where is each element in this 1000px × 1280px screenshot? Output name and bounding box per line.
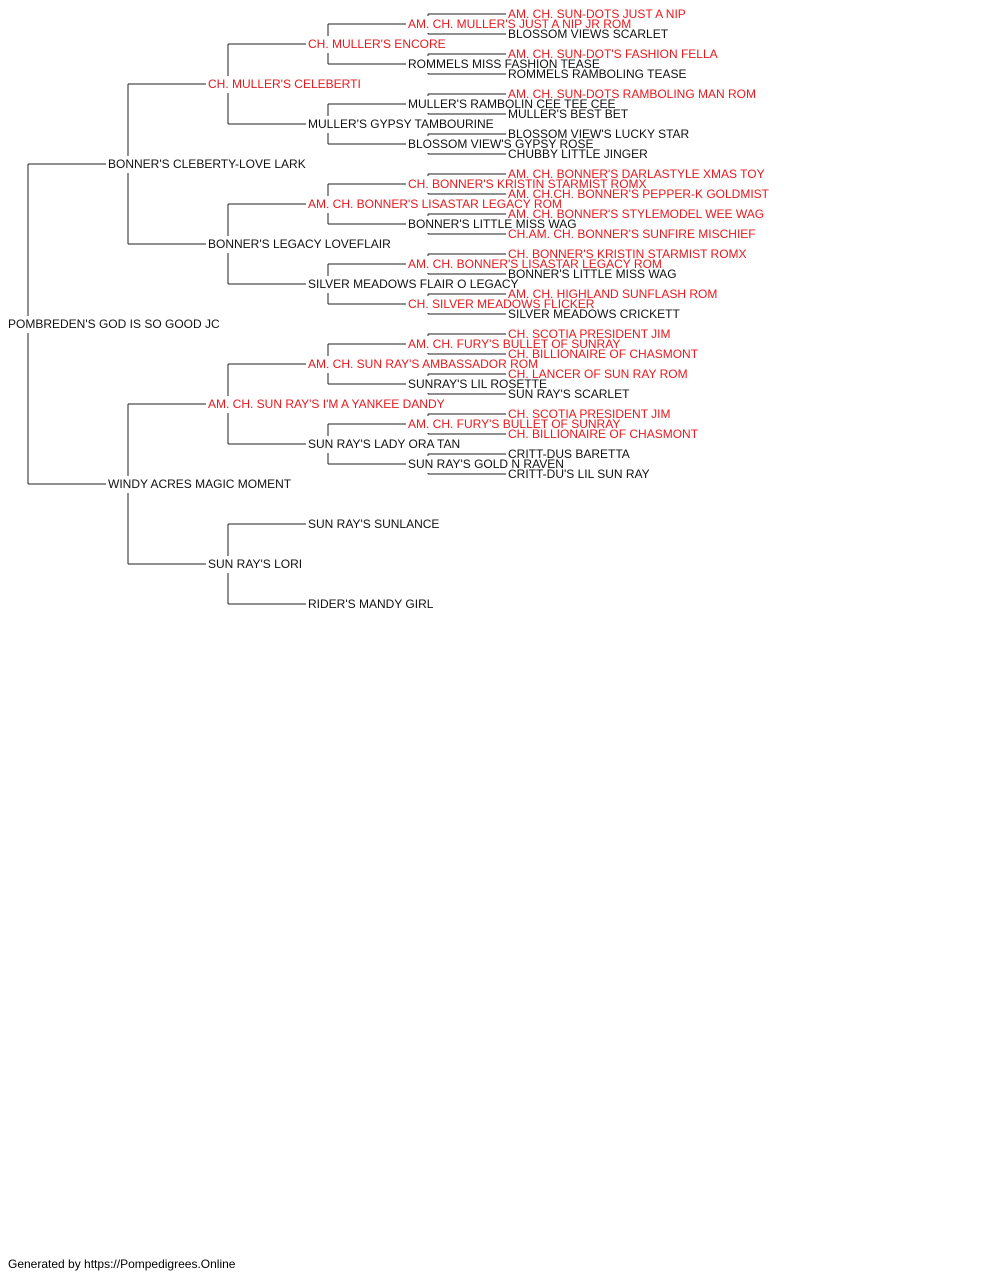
dog-name-gen5: CH. BILLIONAIRE OF CHASMONT: [508, 427, 699, 441]
dog-name-gen1: WINDY ACRES MAGIC MOMENT: [108, 477, 292, 491]
dog-name-gen5: CH. BONNER'S KRISTIN STARMIST ROMX: [508, 247, 747, 261]
dog-name-gen3: MULLER'S GYPSY TAMBOURINE: [308, 117, 494, 131]
dog-name-gen3: SUN RAY'S SUNLANCE: [308, 517, 439, 531]
dog-name-gen3: AM. CH. BONNER'S LISASTAR LEGACY ROM: [308, 197, 562, 211]
dog-name-gen5: CRITT-DU'S LIL SUN RAY: [508, 467, 650, 481]
dog-name-gen4: AM. CH. FURY'S BULLET OF SUNRAY: [408, 417, 620, 431]
dog-name-gen0: POMBREDEN'S GOD IS SO GOOD JC: [8, 317, 220, 331]
dog-name-gen5: CHUBBY LITTLE JINGER: [508, 147, 648, 161]
dog-name-gen4: CH. BONNER'S KRISTIN STARMIST ROMX: [408, 177, 647, 191]
dog-name-gen2: BONNER'S LEGACY LOVEFLAIR: [208, 237, 391, 251]
dog-name-gen4: CH. SILVER MEADOWS FLICKER: [408, 297, 595, 311]
dog-name-gen5: CH. BILLIONAIRE OF CHASMONT: [508, 347, 699, 361]
dog-name-gen5: BONNER'S LITTLE MISS WAG: [508, 267, 677, 281]
dog-name-gen5: CH.AM. CH. BONNER'S SUNFIRE MISCHIEF: [508, 227, 756, 241]
dog-name-gen2: SUN RAY'S LORI: [208, 557, 302, 571]
dog-name-gen5: CH. LANCER OF SUN RAY ROM: [508, 367, 688, 381]
dog-name-gen5: CH. SCOTIA PRESIDENT JIM: [508, 327, 670, 341]
dog-name-gen5: SILVER MEADOWS CRICKETT: [508, 307, 680, 321]
dog-name-gen5: ROMMELS RAMBOLING TEASE: [508, 67, 686, 81]
dog-name-gen3: RIDER'S MANDY GIRL: [308, 597, 434, 611]
dog-name-gen2: CH. MULLER'S CELEBERTI: [208, 77, 361, 91]
dog-name-gen2: AM. CH. SUN RAY'S I'M A YANKEE DANDY: [208, 397, 445, 411]
dog-name-gen4: SUN RAY'S GOLD N RAVEN: [408, 457, 564, 471]
dog-name-gen3: SILVER MEADOWS FLAIR O LEGACY: [308, 277, 519, 291]
dog-name-gen5: CH. SCOTIA PRESIDENT JIM: [508, 407, 670, 421]
dog-name-gen5: AM. CH. HIGHLAND SUNFLASH ROM: [508, 287, 717, 301]
dog-name-gen3: AM. CH. SUN RAY'S AMBASSADOR ROM: [308, 357, 538, 371]
dog-name-gen4: BONNER'S LITTLE MISS WAG: [408, 217, 577, 231]
dog-name-gen5: BLOSSOM VIEWS SCARLET: [508, 27, 669, 41]
dog-name-gen3: SUN RAY'S LADY ORA TAN: [308, 437, 460, 451]
dog-name-gen4: AM. CH. BONNER'S LISASTAR LEGACY ROM: [408, 257, 662, 271]
dog-name-gen4: SUNRAY'S LIL ROSETTE: [408, 377, 547, 391]
dog-name-gen3: CH. MULLER'S ENCORE: [308, 37, 446, 51]
dog-name-gen4: BLOSSOM VIEW'S GYPSY ROSE: [408, 137, 593, 151]
dog-name-gen5: AM. CH. SUN-DOTS JUST A NIP: [508, 7, 686, 21]
dog-name-gen5: AM. CH. BONNER'S STYLEMODEL WEE WAG: [508, 207, 764, 221]
dog-name-gen5: BLOSSOM VIEW'S LUCKY STAR: [508, 127, 690, 141]
footer-credit: Generated by https://Pompedigrees.Online: [8, 1257, 236, 1271]
dog-name-gen5: SUN RAY'S SCARLET: [508, 387, 630, 401]
dog-name-gen4: AM. CH. FURY'S BULLET OF SUNRAY: [408, 337, 620, 351]
dog-name-gen1: BONNER'S CLEBERTY-LOVE LARK: [108, 157, 306, 171]
dog-name-gen5: AM. CH. BONNER'S DARLASTYLE XMAS TOY: [508, 167, 765, 181]
dog-name-gen4: ROMMELS MISS FASHION TEASE: [408, 57, 600, 71]
dog-name-gen5: AM. CH. SUN-DOTS RAMBOLING MAN ROM: [508, 87, 756, 101]
dog-name-gen5: AM. CH.CH. BONNER'S PEPPER-K GOLDMIST: [508, 187, 770, 201]
dog-name-gen5: AM. CH. SUN-DOT'S FASHION FELLA: [508, 47, 718, 61]
dog-name-gen5: CRITT-DUS BARETTA: [508, 447, 630, 461]
dog-name-gen4: AM. CH. MULLER'S JUST A NIP JR ROM: [408, 17, 631, 31]
dog-name-gen4: MULLER'S RAMBOLIN CEE TEE CEE: [408, 97, 615, 111]
dog-name-gen5: MULLER'S BEST BET: [508, 107, 629, 121]
